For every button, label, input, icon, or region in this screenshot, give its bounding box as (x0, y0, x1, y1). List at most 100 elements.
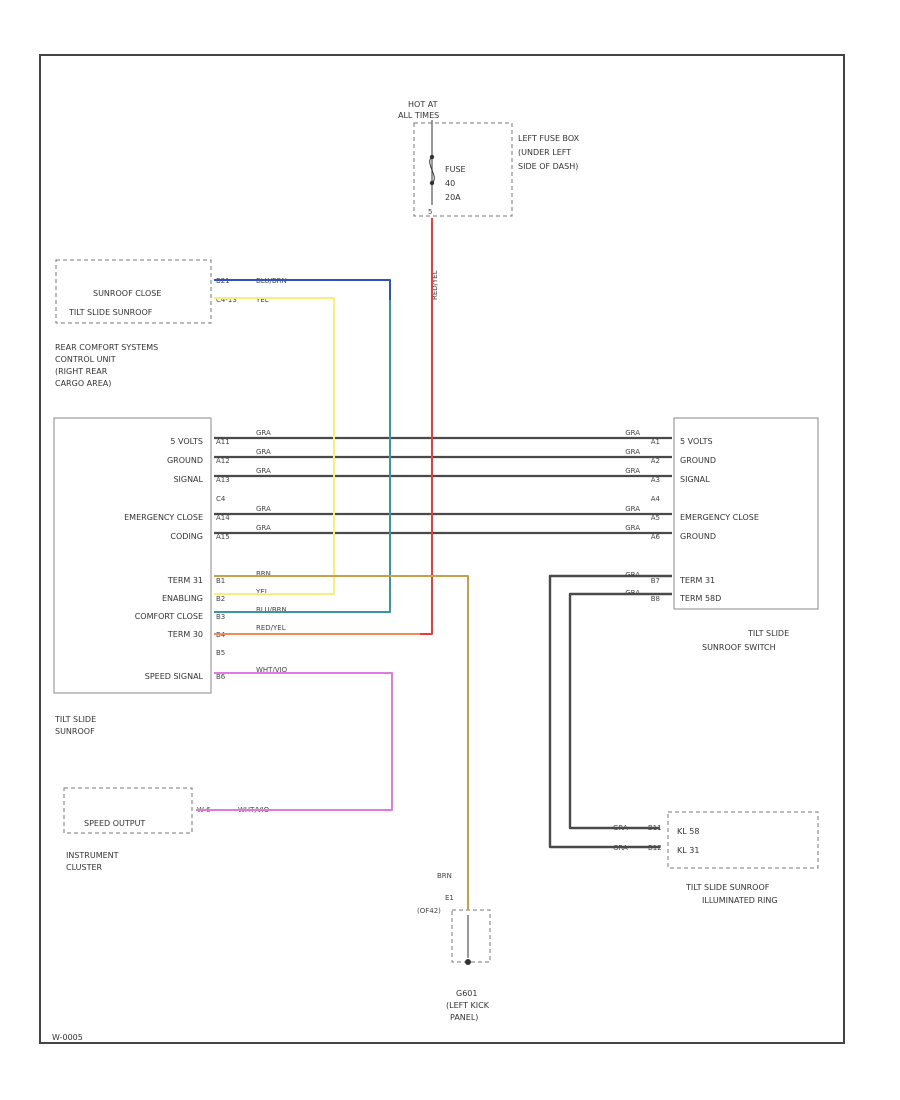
module-wire-color: YEL (255, 588, 269, 596)
fuse-box-line3: SIDE OF DASH) (518, 162, 578, 171)
brown-ground-wire (214, 575, 469, 910)
module-pin-label: ENABLING (162, 594, 203, 603)
rear-unit-pin2-label: TILT SLIDE SUNROOF (68, 308, 153, 317)
bus-wire-color-left: GRA (256, 429, 271, 437)
switch-pin-number: A4 (651, 495, 661, 503)
ring-row2: KL 31 (677, 846, 699, 855)
module-pin-label: TERM 30 (167, 630, 203, 639)
gray-term58d-ring-wire (568, 592, 672, 830)
switch-pin-number: B8 (651, 595, 660, 603)
cluster-caption1: INSTRUMENT (66, 851, 119, 860)
ground-caption2: (LEFT KICK (446, 1001, 490, 1010)
module-pin-number: B5 (216, 649, 225, 657)
fuse-box (413, 122, 513, 217)
switch-pin-label: TERM 31 (679, 576, 715, 585)
sunroof-module-caption1: TILT SLIDE (54, 715, 96, 724)
rear-unit-wire2: YEL (255, 296, 269, 304)
module-pin-number: A13 (216, 476, 230, 484)
switch-pin-label: GROUND (680, 456, 716, 465)
rear-unit-box (55, 259, 212, 324)
bus-wire-color-right: GRA (625, 429, 640, 437)
module-pin-number: A12 (216, 457, 230, 465)
sunroof-switch-caption1: TILT SLIDE (747, 629, 789, 638)
module-pin-number: A15 (216, 533, 230, 541)
sunroof-module-caption2: SUNROOF (55, 727, 95, 736)
switch-pin-label: TERM 58D (679, 594, 721, 603)
module-pin-label: CODING (170, 532, 203, 541)
cluster-pin-label: SPEED OUTPUT (84, 819, 145, 828)
rear-unit-caption4: CARGO AREA) (55, 379, 111, 388)
switch-pin-number: A3 (651, 476, 660, 484)
module-pin-number: B3 (216, 613, 225, 621)
fuse-hot-line2: ALL TIMES (398, 111, 439, 120)
switch-pin-number: A1 (651, 438, 660, 446)
ground-point (465, 959, 471, 965)
module-pin-label: EMERGENCY CLOSE (124, 513, 203, 522)
rear-unit-pin1-label: SUNROOF CLOSE (93, 289, 161, 298)
bus-wire-color-right: GRA (625, 467, 640, 475)
fuse-label-1: FUSE (445, 165, 466, 174)
module-pin-label: COMFORT CLOSE (135, 612, 203, 621)
switch-pin-number: B7 (651, 577, 660, 585)
bus-wire-color-right: GRA (625, 505, 640, 513)
ring-box (667, 811, 819, 869)
gray-term31-ring-wire (548, 574, 672, 849)
module-pin-number: C4 (216, 495, 226, 503)
rear-unit-caption3: (RIGHT REAR (55, 367, 108, 376)
fuse-box-line1: LEFT FUSE BOX (518, 134, 580, 143)
fuse-box-line2: (UNDER LEFT (518, 148, 571, 157)
fuse-label-2: 40 (445, 179, 455, 188)
ground-caption1: G601 (456, 989, 477, 998)
ring-caption1: TILT SLIDE SUNROOF (685, 883, 770, 892)
sunroof-switch-box (673, 417, 819, 610)
fuse-hot-line1: HOT AT (408, 100, 438, 109)
module-pin-number: B1 (216, 577, 225, 585)
cluster-caption2: CLUSTER (66, 863, 103, 872)
bus-wire-color-left: GRA (256, 467, 271, 475)
ground-conn2: (OF42) (417, 907, 441, 915)
switch-pin-number: A2 (651, 457, 660, 465)
bus-wire-color-right: GRA (625, 524, 640, 532)
ground-conn1: E1 (445, 894, 454, 902)
ring-row1: KL 58 (677, 827, 699, 836)
pink-speed-wire (196, 672, 393, 811)
switch-pin-label: 5 VOLTS (680, 437, 713, 446)
module-pin-number: A11 (216, 438, 230, 446)
switch-pin-number: A6 (651, 533, 661, 541)
switch-pin-label: SIGNAL (680, 475, 710, 484)
module-pin-label: GROUND (167, 456, 203, 465)
module-pin-label: TERM 31 (167, 576, 203, 585)
bus-wire-color-left: GRA (256, 448, 271, 456)
yellow-enabling-wire (214, 297, 335, 595)
switch-pin-label: GROUND (680, 532, 716, 541)
ground-caption3: PANEL) (450, 1013, 478, 1022)
sunroof-module-box (53, 417, 212, 694)
switch-pin-label: EMERGENCY CLOSE (680, 513, 759, 522)
teal-comfort-close-wire (214, 300, 391, 613)
rear-unit-caption1: REAR COMFORT SYSTEMS (55, 343, 158, 352)
ground-connector-box (451, 909, 491, 963)
bus-wire-color-left: GRA (256, 505, 271, 513)
module-pin-number: B6 (216, 673, 226, 681)
rear-unit-caption2: CONTROL UNIT (55, 355, 116, 364)
module-pin-number: A14 (216, 514, 230, 522)
blue-comfort-close-wire (214, 279, 391, 612)
module-wire-color: BRN (256, 570, 271, 578)
module-pin-label: SIGNAL (173, 475, 203, 484)
module-pin-number: B2 (216, 595, 225, 603)
bus-wire-color-right: GRA (625, 448, 640, 456)
ground-wire-color: BRN (437, 872, 452, 880)
switch-pin-number: A5 (651, 514, 660, 522)
module-pin-label: SPEED SIGNAL (145, 672, 204, 681)
cluster-box (63, 787, 193, 834)
module-wire-color: RED/YEL (256, 624, 286, 632)
fuse-label-3: 20A (445, 193, 461, 202)
fuse-element (429, 156, 435, 184)
sunroof-switch-caption2: SUNROOF SWITCH (702, 643, 776, 652)
module-pin-label: 5 VOLTS (170, 437, 203, 446)
footer-code: W-0005 (52, 1033, 83, 1042)
